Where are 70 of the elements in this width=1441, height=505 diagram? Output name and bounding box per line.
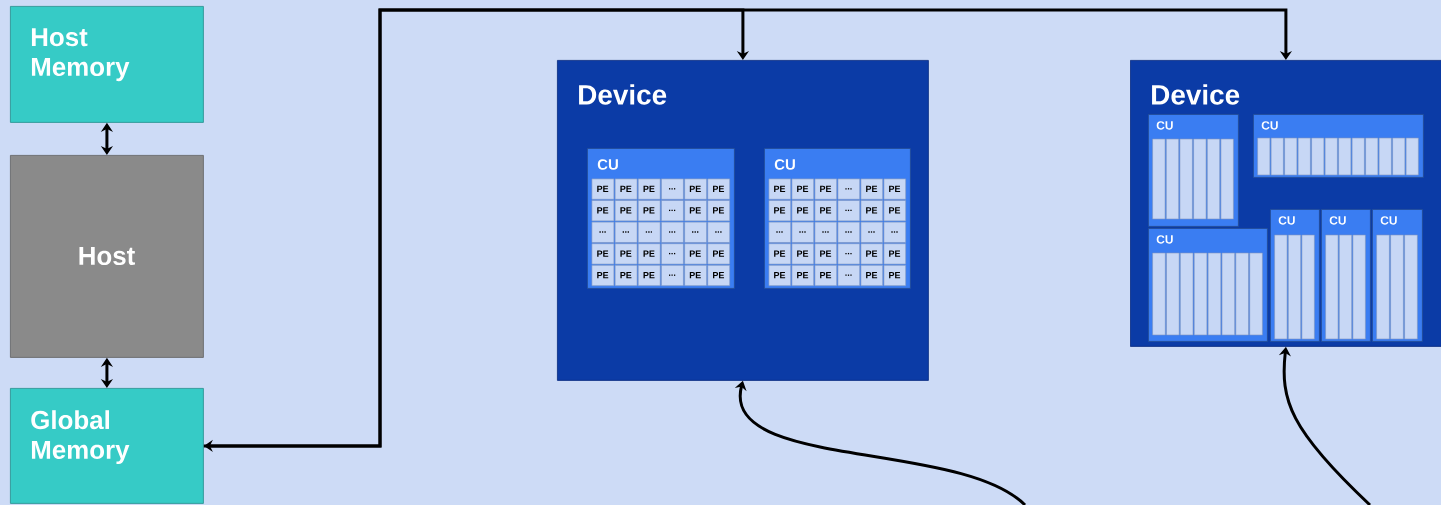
pe-cell: PE bbox=[768, 243, 791, 265]
pe-cell: ... bbox=[837, 200, 860, 222]
pe-cell: PE bbox=[883, 200, 906, 222]
pe-cell: PE bbox=[814, 265, 837, 286]
pe-cell: PE bbox=[591, 178, 615, 200]
pe-cell: PE bbox=[637, 243, 661, 265]
pe-cell: PE bbox=[768, 200, 791, 222]
cu-box: CU bbox=[1253, 114, 1424, 178]
host-box: Host bbox=[10, 155, 204, 358]
pe-cell: PE bbox=[768, 178, 791, 200]
pe-cell: PE bbox=[637, 200, 661, 222]
pe-cell: PE bbox=[860, 265, 883, 286]
pe-cell: PE bbox=[883, 265, 906, 286]
pe-cell: PE bbox=[814, 200, 837, 222]
cu-box: CU bbox=[1321, 209, 1371, 342]
pe-cell: PE bbox=[614, 200, 638, 222]
pe-cell: PE bbox=[791, 265, 814, 286]
pe-cell: ... bbox=[661, 243, 684, 265]
pe-cell: PE bbox=[791, 200, 814, 222]
pe-cell: ... bbox=[837, 243, 860, 265]
pe-cell: ... bbox=[661, 178, 684, 200]
pe-cell: PE bbox=[684, 178, 707, 200]
arrow bbox=[203, 8, 1293, 448]
pe-cell: ... bbox=[883, 221, 906, 243]
cu-box: CU bbox=[1148, 228, 1268, 342]
pe-cell: PE bbox=[791, 243, 814, 265]
pe-cell: ... bbox=[707, 221, 730, 243]
pe-cell: PE bbox=[637, 265, 661, 286]
pe-cell: PE bbox=[883, 178, 906, 200]
cu-box: CU bbox=[1148, 114, 1239, 227]
pe-cell: ... bbox=[661, 221, 684, 243]
pe-cell: ... bbox=[637, 221, 661, 243]
pe-cell: PE bbox=[614, 178, 638, 200]
pe-cell: ... bbox=[684, 221, 707, 243]
pe-cell: PE bbox=[684, 265, 707, 286]
pe-cell: PE bbox=[883, 243, 906, 265]
cu-box: CU bbox=[1372, 209, 1423, 342]
pe-cell: PE bbox=[614, 265, 638, 286]
pe-cell: PE bbox=[707, 265, 730, 286]
pe-cell: PE bbox=[791, 178, 814, 200]
pe-cell: PE bbox=[614, 243, 638, 265]
cu-box: CU bbox=[1270, 209, 1320, 342]
pe-cell: PE bbox=[768, 265, 791, 286]
pe-cell: PE bbox=[860, 200, 883, 222]
pe-cell: PE bbox=[591, 200, 615, 222]
pe-cell: ... bbox=[661, 265, 684, 286]
pe-cell: PE bbox=[707, 200, 730, 222]
pe-cell: PE bbox=[684, 243, 707, 265]
pe-cell: ... bbox=[661, 200, 684, 222]
pe-cell: PE bbox=[860, 243, 883, 265]
pe-cell: PE bbox=[591, 243, 615, 265]
pe-cell: PE bbox=[637, 178, 661, 200]
pe-cell: ... bbox=[614, 221, 638, 243]
pe-cell: PE bbox=[684, 200, 707, 222]
pe-cell: PE bbox=[707, 178, 730, 200]
pe-cell: PE bbox=[860, 178, 883, 200]
memory-box: Global Memory bbox=[10, 388, 204, 504]
pe-cell: ... bbox=[814, 221, 837, 243]
pe-cell: ... bbox=[791, 221, 814, 243]
pe-cell: PE bbox=[814, 243, 837, 265]
pe-cell: ... bbox=[837, 221, 860, 243]
pe-cell: ... bbox=[860, 221, 883, 243]
pe-cell: ... bbox=[837, 178, 860, 200]
memory-box: Host Memory bbox=[10, 6, 204, 123]
pe-cell: ... bbox=[591, 221, 615, 243]
pe-cell: PE bbox=[591, 265, 615, 286]
pe-cell: ... bbox=[768, 221, 791, 243]
pe-cell: PE bbox=[707, 243, 730, 265]
pe-cell: ... bbox=[837, 265, 860, 286]
pe-cell: PE bbox=[814, 178, 837, 200]
